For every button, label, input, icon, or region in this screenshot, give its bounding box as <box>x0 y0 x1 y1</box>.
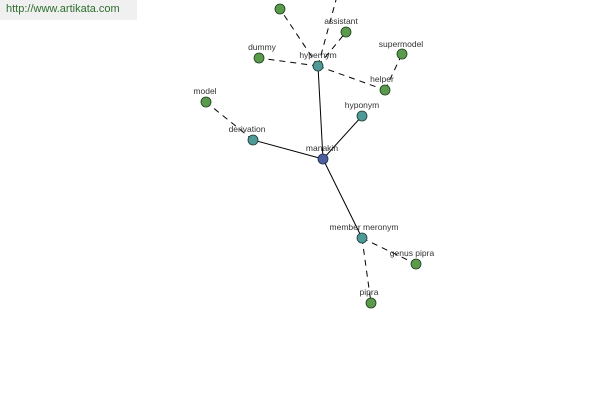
label-helper: helper <box>370 74 394 84</box>
node-model[interactable] <box>200 96 212 108</box>
label-manakin: manakin <box>306 143 338 153</box>
label-hypernym: hypernym <box>299 50 336 60</box>
edge-center-derivation <box>252 139 324 160</box>
label-assistant: assistant <box>324 16 358 26</box>
label-dummy: dummy <box>248 42 277 52</box>
node-pipra[interactable] <box>365 297 377 309</box>
edge-center-hypernym <box>317 65 324 160</box>
label-pipra: pipra <box>360 287 379 297</box>
node-hypernym[interactable] <box>312 60 324 72</box>
label-derivation: derivation <box>229 124 266 134</box>
edge-meronym-genus-pipra <box>361 237 417 265</box>
node-manakin[interactable] <box>317 153 329 165</box>
label-member-meronym: member meronym <box>330 222 399 232</box>
node-supermodel[interactable] <box>396 48 408 60</box>
edge-hypernym-assistant <box>317 31 347 67</box>
edge-hypernym-offscreen <box>317 0 337 67</box>
watermark-url[interactable]: http://www.artikata.com <box>0 0 137 20</box>
node-top[interactable] <box>274 3 286 15</box>
edge-center-hyponym <box>322 115 363 160</box>
node-genus-pipra[interactable] <box>410 258 422 270</box>
edge-hypernym-top <box>279 8 319 67</box>
node-helper[interactable] <box>379 84 391 96</box>
edge-hypernym-dummy <box>258 57 319 67</box>
node-hyponym[interactable] <box>356 110 368 122</box>
label-supermodel: supermodel <box>379 39 424 49</box>
node-assistant[interactable] <box>340 26 352 38</box>
edge-helper-supermodel <box>384 53 403 91</box>
edge-derivation-model <box>205 101 254 141</box>
node-dummy[interactable] <box>253 52 265 64</box>
node-derivation[interactable] <box>247 134 259 146</box>
label-genus-pipra: genus pipra <box>390 248 435 258</box>
label-hyponym: hyponym <box>345 100 380 110</box>
label-model: model <box>193 86 216 96</box>
node-member-meronym[interactable] <box>356 232 368 244</box>
edge-center-member-meronym <box>322 158 363 239</box>
edge-hypernym-helper <box>317 65 386 91</box>
